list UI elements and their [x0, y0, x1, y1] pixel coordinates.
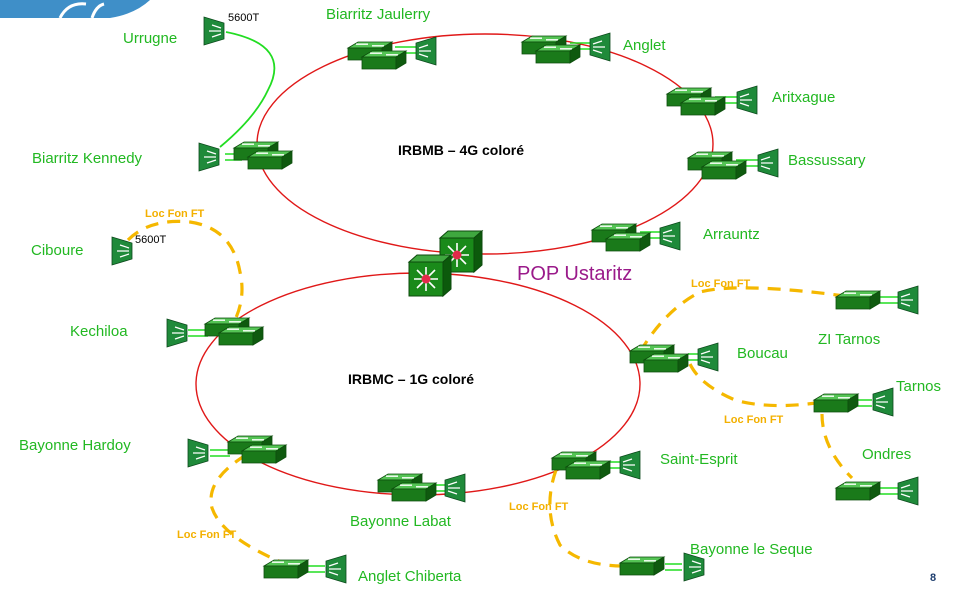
bassussary-switch-icon — [688, 152, 746, 179]
biarritz-kennedy-terminal-icon — [198, 142, 220, 172]
loc-fon-label: Loc Fon FT — [724, 414, 784, 426]
device-tag-urrugne: 5600T — [228, 12, 260, 24]
ciboure-device-icon — [111, 236, 133, 266]
loc-fon-hardoy-chiberta — [209, 453, 289, 567]
site-label-saint-esprit: Saint-Esprit — [660, 451, 738, 468]
page-number: 8 — [930, 572, 937, 584]
loc-fon-saintesprit-leseque — [548, 469, 629, 568]
bayonne-labat-terminal-icon — [444, 473, 466, 503]
saint-esprit-terminal-icon — [619, 450, 641, 480]
site-label-bayonne-le-seque: Bayonne le Seque — [690, 541, 813, 558]
bayonne-labat-switch-icon — [378, 474, 436, 501]
bayonne-le-seque-switch-icon — [619, 556, 665, 576]
anglet-terminal-icon — [589, 32, 611, 62]
site-label-arrauntz: Arrauntz — [703, 226, 760, 243]
loc-fon-label: Loc Fon FT — [691, 278, 751, 290]
biarritz-kennedy-switch-icon — [234, 142, 292, 169]
kechiloa-terminal-icon — [166, 318, 188, 348]
boucau-terminal-icon — [697, 342, 719, 372]
bayonne-hardoy-terminal-icon — [187, 438, 209, 468]
loc-fon-boucau-tarnos — [688, 363, 824, 408]
bassussary-terminal-icon — [757, 148, 779, 178]
loc-fon-label: Loc Fon FT — [509, 501, 569, 513]
site-label-biarritz-jaulerry: Biarritz Jaulerry — [326, 6, 431, 23]
loc-fon-boucau-zitarnos — [638, 286, 846, 353]
loc-fon-links — [126, 219, 854, 568]
biarritz-jaulerry-terminal-icon — [415, 36, 437, 66]
tarnos-switch-icon — [813, 393, 859, 413]
anglet-chiberta-switch-icon — [263, 559, 309, 579]
site-label-kechiloa: Kechiloa — [70, 323, 128, 340]
loc-fon-label: Loc Fon FT — [177, 529, 237, 541]
anglet-switch-icon — [522, 36, 580, 63]
site-label-aritxague: Aritxague — [772, 89, 836, 106]
boucau-switch-icon — [630, 345, 688, 372]
aritxague-switch-icon — [667, 88, 725, 115]
zi-tarnos-switch-icon — [835, 290, 881, 310]
logo-banner — [0, 0, 150, 19]
site-label-anglet-chiberta: Anglet Chiberta — [358, 568, 462, 585]
ondres-terminal-icon — [897, 476, 919, 506]
ondres-switch-icon — [835, 481, 881, 501]
pop-label: POP Ustaritz — [517, 263, 633, 285]
loc-fon-ciboure-kechiloa — [126, 219, 244, 323]
site-label-boucau: Boucau — [737, 345, 788, 362]
site-label-bayonne-labat: Bayonne Labat — [350, 513, 451, 530]
site-label-ondres: Ondres — [862, 446, 912, 463]
site-label-urrugne: Urrugne — [123, 30, 178, 47]
pop-router-icon — [408, 254, 452, 297]
site-label-zi-tarnos: ZI Tarnos — [818, 331, 881, 348]
device-tag-ciboure: 5600T — [135, 234, 167, 246]
ring-irbmc-label: IRBMC – 1G coloré — [348, 371, 475, 387]
urrugne-device-icon — [203, 16, 225, 46]
urrugne-link — [219, 31, 276, 148]
anglet-chiberta-terminal-icon — [325, 554, 347, 584]
site-label-ciboure: Ciboure — [31, 242, 84, 259]
arrauntz-switch-icon — [592, 224, 650, 251]
loc-fon-label: Loc Fon FT — [145, 208, 205, 220]
site-label-tarnos: Tarnos — [896, 378, 942, 395]
loc-fon-tarnos-ondres — [820, 413, 854, 480]
biarritz-jaulerry-switch-icon — [348, 42, 406, 69]
bayonne-hardoy-switch-icon — [228, 436, 286, 463]
site-label-anglet: Anglet — [623, 37, 666, 54]
zi-tarnos-terminal-icon — [897, 285, 919, 315]
tarnos-terminal-icon — [872, 387, 894, 417]
site-label-bayonne-hardoy: Bayonne Hardoy — [19, 437, 131, 454]
arrauntz-terminal-icon — [659, 221, 681, 251]
saint-esprit-switch-icon — [552, 452, 610, 479]
access-lines — [188, 42, 898, 573]
site-label-biarritz-kennedy: Biarritz Kennedy — [32, 150, 143, 167]
site-label-bassussary: Bassussary — [788, 152, 866, 169]
aritxague-terminal-icon — [736, 85, 758, 115]
ring-irbmb-label: IRBMB – 4G coloré — [398, 142, 525, 158]
